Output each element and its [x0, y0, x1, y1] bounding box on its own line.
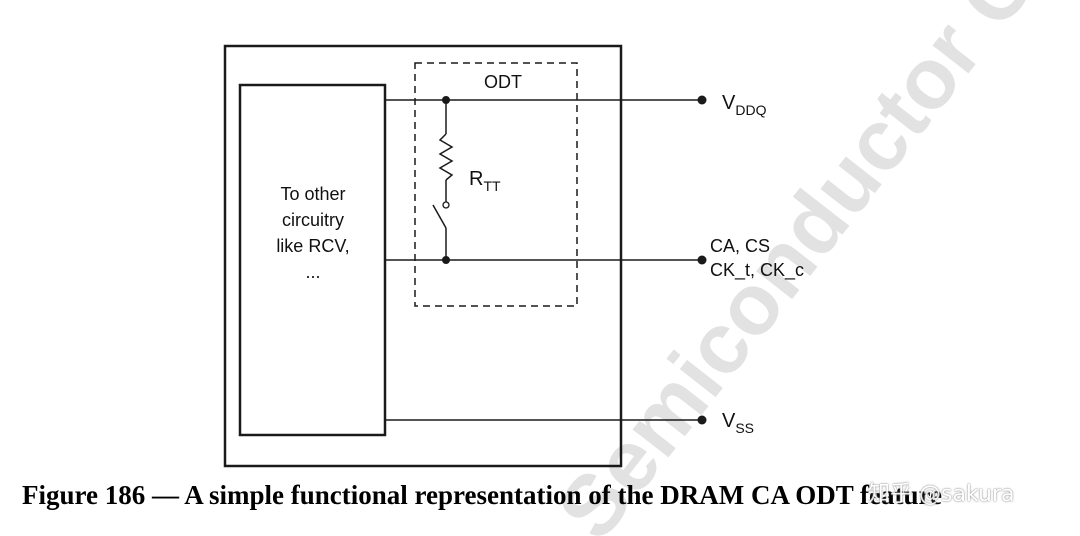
- signal-terminal: [697, 255, 707, 265]
- figure-caption: Figure 186 — A simple functional represe…: [22, 480, 942, 510]
- signal-label-line-1: CA, CS: [710, 236, 770, 256]
- block-label-line-2: circuitry: [282, 210, 344, 230]
- switch-arm: [432, 204, 447, 229]
- circuitry-block: [238, 83, 387, 437]
- block-label-line-1: To other: [280, 184, 345, 204]
- resistor-label: RTT: [469, 168, 501, 194]
- odt-box: [414, 62, 578, 307]
- switch-contact: [442, 201, 450, 209]
- vddq-label: VDDQ: [722, 92, 767, 118]
- block-label-line-3: like RCV,: [276, 236, 349, 256]
- vss-terminal: [697, 415, 707, 425]
- vss-label: VSS: [722, 410, 754, 436]
- signal-label-line-2: CK_t, CK_c: [710, 260, 804, 281]
- signal-junction: [442, 256, 450, 264]
- resistor-symbol: [438, 133, 454, 181]
- block-label-line-4: ...: [305, 262, 320, 282]
- watermark-zhihu: 知乎 @sakura: [868, 482, 1015, 507]
- odt-label: ODT: [484, 72, 522, 92]
- chip-outline: [223, 44, 623, 468]
- vddq-terminal: [697, 95, 707, 105]
